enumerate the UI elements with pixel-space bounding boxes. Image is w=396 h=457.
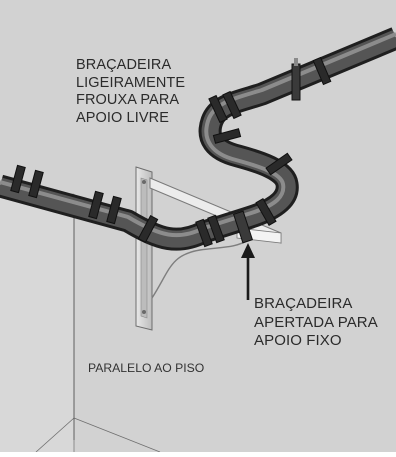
tight-clamp-label-line-3: APOIO FIXO: [254, 332, 342, 350]
tight-clamp-label-line-1: BRAÇADEIRA: [254, 295, 353, 312]
tight-clamp-label-line-2: APERTADA PARA: [254, 313, 378, 331]
floor-parallel-line: [35, 200, 161, 453]
floor-parallel-label: PARALELO AO PISO: [88, 361, 205, 375]
pointer-arrow: [241, 243, 255, 300]
loose-clamp-label-line-1: BRAÇADEIRA: [76, 57, 172, 73]
loose-clamp: [291, 58, 301, 101]
loose-clamp-label-line-4: APOIO LIVRE: [76, 109, 169, 126]
loose-clamp-label-line-3: FROUXA PARA: [76, 92, 180, 109]
pipe-couplings: [10, 56, 332, 248]
tight-clamp: [232, 210, 254, 244]
tight-clamp-label: BRAÇADEIRA APERTADA PARA APOIO FIXO: [254, 295, 378, 351]
loose-clamp-label-line-2: LIGEIRAMENTE: [76, 74, 186, 91]
loose-clamp-label: BRAÇADEIRA LIGEIRAMENTE FROUXA PARA APOI…: [76, 57, 185, 127]
